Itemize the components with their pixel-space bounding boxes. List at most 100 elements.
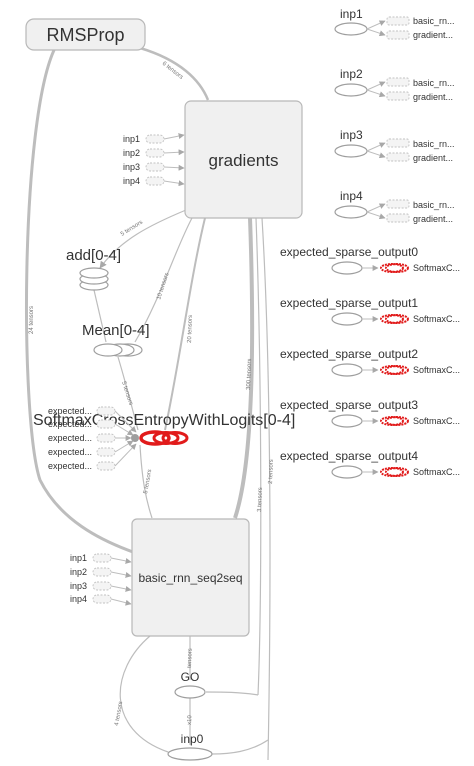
expected-group-label: expected_sparse_output0 — [280, 245, 418, 259]
rnn-input-stub[interactable] — [92, 581, 112, 591]
mean-stack-icon[interactable] — [93, 343, 143, 357]
gradients-input-stub[interactable] — [145, 162, 165, 172]
side-group-arrow-1 — [366, 81, 386, 91]
expected-group-4[interactable]: expected_sparse_output4 SoftmaxC... — [280, 449, 460, 479]
rnn-input-arrow — [110, 557, 132, 564]
rnn-input-inp1[interactable]: inp1 — [70, 553, 132, 564]
gradients-input-inp2[interactable]: inp2 — [123, 148, 185, 158]
gradients-input-inp1[interactable]: inp1 — [123, 133, 185, 144]
side-group-ellipse[interactable] — [334, 144, 368, 158]
xent-input-0[interactable]: expected... — [48, 406, 137, 433]
side-groups: inp1 basic_rn... gradient... inp2 basic_… — [334, 7, 455, 224]
side-group-stub-1[interactable] — [386, 16, 410, 26]
node-mean[interactable]: Mean[0-4] — [82, 322, 150, 357]
go-ellipse[interactable] — [174, 685, 206, 699]
side-group-arrow-2 — [366, 211, 386, 220]
expected-group-0[interactable]: expected_sparse_output0 SoftmaxC... — [280, 245, 460, 275]
expected-group-2[interactable]: expected_sparse_output2 SoftmaxC... — [280, 347, 460, 377]
node-add[interactable]: add[0-4] — [66, 247, 121, 291]
edge-label-grad-rnn: 300 tensors — [246, 359, 253, 391]
side-group-inp1[interactable]: inp1 basic_rn... gradient... — [334, 7, 455, 40]
rnn-input-stub[interactable] — [92, 594, 112, 604]
side-group-inp4[interactable]: inp4 basic_rn... gradient... — [334, 189, 455, 224]
rnn-input-label: inp1 — [70, 553, 87, 563]
side-group-stub-2[interactable] — [386, 91, 410, 101]
xent-input-2[interactable]: expected... — [48, 433, 132, 443]
gradients-box[interactable] — [184, 100, 303, 219]
edge-rmsprop-rnn — [25, 47, 134, 554]
side-group-out2: gradient... — [413, 153, 453, 163]
node-go[interactable]: GO — [174, 670, 206, 699]
expected-group-target: SoftmaxC... — [413, 365, 460, 375]
gradients-input-label: inp4 — [123, 176, 140, 186]
node-basic-rnn-seq2seq[interactable]: basic_rnn_seq2seq — [131, 518, 250, 637]
edge-right-go — [205, 691, 259, 696]
side-group-out2: gradient... — [413, 92, 453, 102]
gradients-input-stub[interactable] — [145, 176, 165, 186]
edge-right-inp0 — [211, 739, 269, 755]
inp0-ellipse[interactable] — [167, 747, 213, 761]
gradients-input-stub[interactable] — [145, 148, 165, 158]
gradients-input-inp4[interactable]: inp4 — [123, 176, 185, 187]
xent-input-1[interactable]: expected... — [48, 419, 134, 436]
edge-mean-xent — [117, 356, 139, 431]
xent-input-4[interactable]: expected... — [48, 443, 137, 471]
expected-group-ellipse[interactable] — [331, 261, 363, 275]
gradients-input-stub[interactable] — [145, 134, 165, 144]
basic-rnn-seq2seq-label: basic_rnn_seq2seq — [138, 571, 242, 585]
basic-rnn-seq2seq-box[interactable] — [131, 518, 250, 637]
side-group-stub-1[interactable] — [386, 77, 410, 87]
node-gradients[interactable]: gradients — [184, 100, 303, 219]
rmsprop-box[interactable] — [25, 18, 146, 51]
rnn-input-inp3[interactable]: inp3 — [70, 581, 132, 592]
side-group-stub-1[interactable] — [386, 199, 410, 209]
side-group-out1: basic_rn... — [413, 200, 455, 210]
gradients-input-inp3[interactable]: inp3 — [123, 162, 185, 172]
edge-label-mean-xent: 5 tensors — [120, 381, 133, 406]
rnn-input-label: inp4 — [70, 594, 87, 604]
side-group-stub-2[interactable] — [386, 152, 410, 162]
side-group-stub-1[interactable] — [386, 138, 410, 148]
side-group-inp3[interactable]: inp3 basic_rn... gradient... — [334, 128, 455, 163]
rnn-input-inp4[interactable]: inp4 — [70, 594, 132, 606]
expected-group-ellipse[interactable] — [331, 414, 363, 428]
rnn-input-arrow — [110, 571, 132, 578]
edge-label-xent-rnn: 5 tensors — [143, 469, 153, 494]
node-inp0[interactable]: inp0 — [167, 732, 213, 761]
rnn-input-stub[interactable] — [92, 567, 112, 577]
rnn-input-inp2[interactable]: inp2 — [70, 567, 132, 578]
xent-ring-icon[interactable] — [139, 430, 189, 446]
xent-input-stub[interactable] — [96, 461, 116, 471]
expected-group-1[interactable]: expected_sparse_output1 SoftmaxC... — [280, 296, 460, 326]
side-group-ellipse[interactable] — [334, 22, 368, 36]
add-stack-icon[interactable] — [79, 267, 109, 291]
side-group-stub-2[interactable] — [386, 30, 410, 40]
side-group-out2: gradient... — [413, 30, 453, 40]
side-group-stub-2[interactable] — [386, 213, 410, 223]
xent-input-3[interactable]: expected... — [48, 440, 134, 457]
edge-label-go-inp0: x10 — [187, 715, 193, 726]
side-group-arrow-2 — [366, 28, 386, 37]
expected-group-ellipse[interactable] — [331, 312, 363, 326]
xent-input-stub[interactable] — [96, 447, 116, 457]
expected-group-target-icon — [380, 416, 409, 426]
side-group-ellipse[interactable] — [334, 205, 368, 219]
node-rmsprop[interactable]: RMSProp — [25, 18, 146, 51]
side-group-inp2[interactable]: inp2 basic_rn... gradient... — [334, 67, 455, 102]
rnn-input-stub[interactable] — [92, 553, 112, 563]
side-group-label: inp2 — [340, 67, 363, 81]
edge-label-grad-right-2: 2 tensors — [268, 459, 275, 484]
xent-input-stub[interactable] — [96, 419, 116, 429]
expected-group-ellipse[interactable] — [331, 465, 363, 479]
expected-groups: expected_sparse_output0 SoftmaxC... expe… — [280, 245, 460, 479]
edge-xent-rnn — [139, 444, 153, 519]
side-group-ellipse[interactable] — [334, 83, 368, 97]
xent-input-stub[interactable] — [96, 406, 116, 416]
xent-input-stub[interactable] — [96, 433, 116, 443]
expected-group-ellipse[interactable] — [331, 363, 363, 377]
expected-group-3[interactable]: expected_sparse_output3 SoftmaxC... — [280, 398, 460, 428]
xent-input-label: expected... — [48, 433, 92, 443]
inp0-label: inp0 — [181, 732, 204, 746]
gradients-input-arrow — [163, 149, 185, 156]
edge-label-rnn-go: tensors — [187, 648, 194, 668]
